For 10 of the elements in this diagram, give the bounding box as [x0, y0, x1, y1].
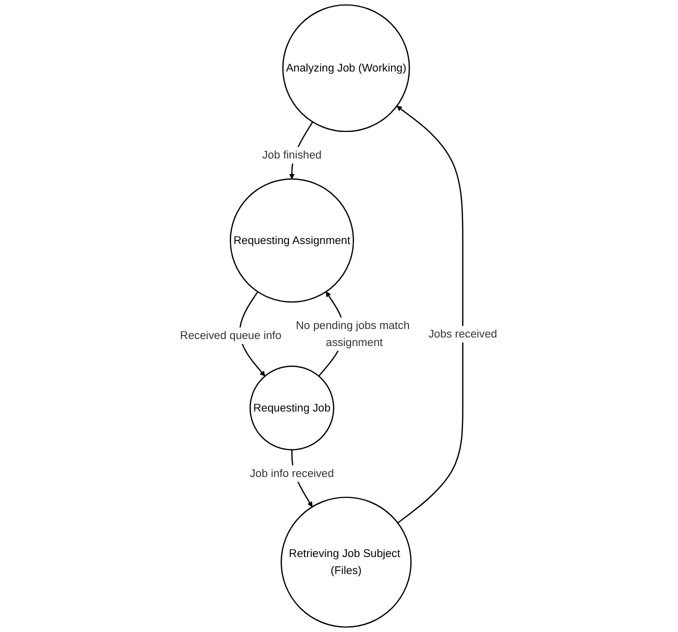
arrow [397, 106, 464, 524]
node-circle: Requesting Assignment [230, 178, 354, 303]
edge-label: No pending jobs match assignment [296, 319, 410, 348]
node-circle: Requesting Job [250, 366, 335, 450]
edge-label: Job info received [250, 467, 334, 480]
edge-label: Jobs received [428, 328, 498, 340]
edge-label: Job finished [262, 148, 322, 162]
node-circle: Analyzing Job (Working) [282, 4, 410, 132]
node-circle: Retrieving Job Subject (Files) [281, 496, 412, 628]
edge-label: Received queue info [180, 329, 282, 342]
